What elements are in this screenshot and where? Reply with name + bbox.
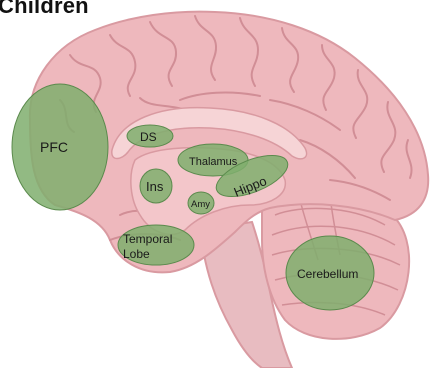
label-pfc: PFC <box>40 139 68 155</box>
label-thalamus: Thalamus <box>189 156 238 168</box>
label-ins: Ins <box>146 179 164 194</box>
label-ds: DS <box>140 130 157 144</box>
diagram-title: Children <box>0 0 89 19</box>
label-temporal-line2: Lobe <box>123 247 150 261</box>
label-amy: Amy <box>191 199 210 210</box>
label-temporal-line1: Temporal <box>123 232 172 246</box>
label-cerebellum: Cerebellum <box>297 267 358 281</box>
